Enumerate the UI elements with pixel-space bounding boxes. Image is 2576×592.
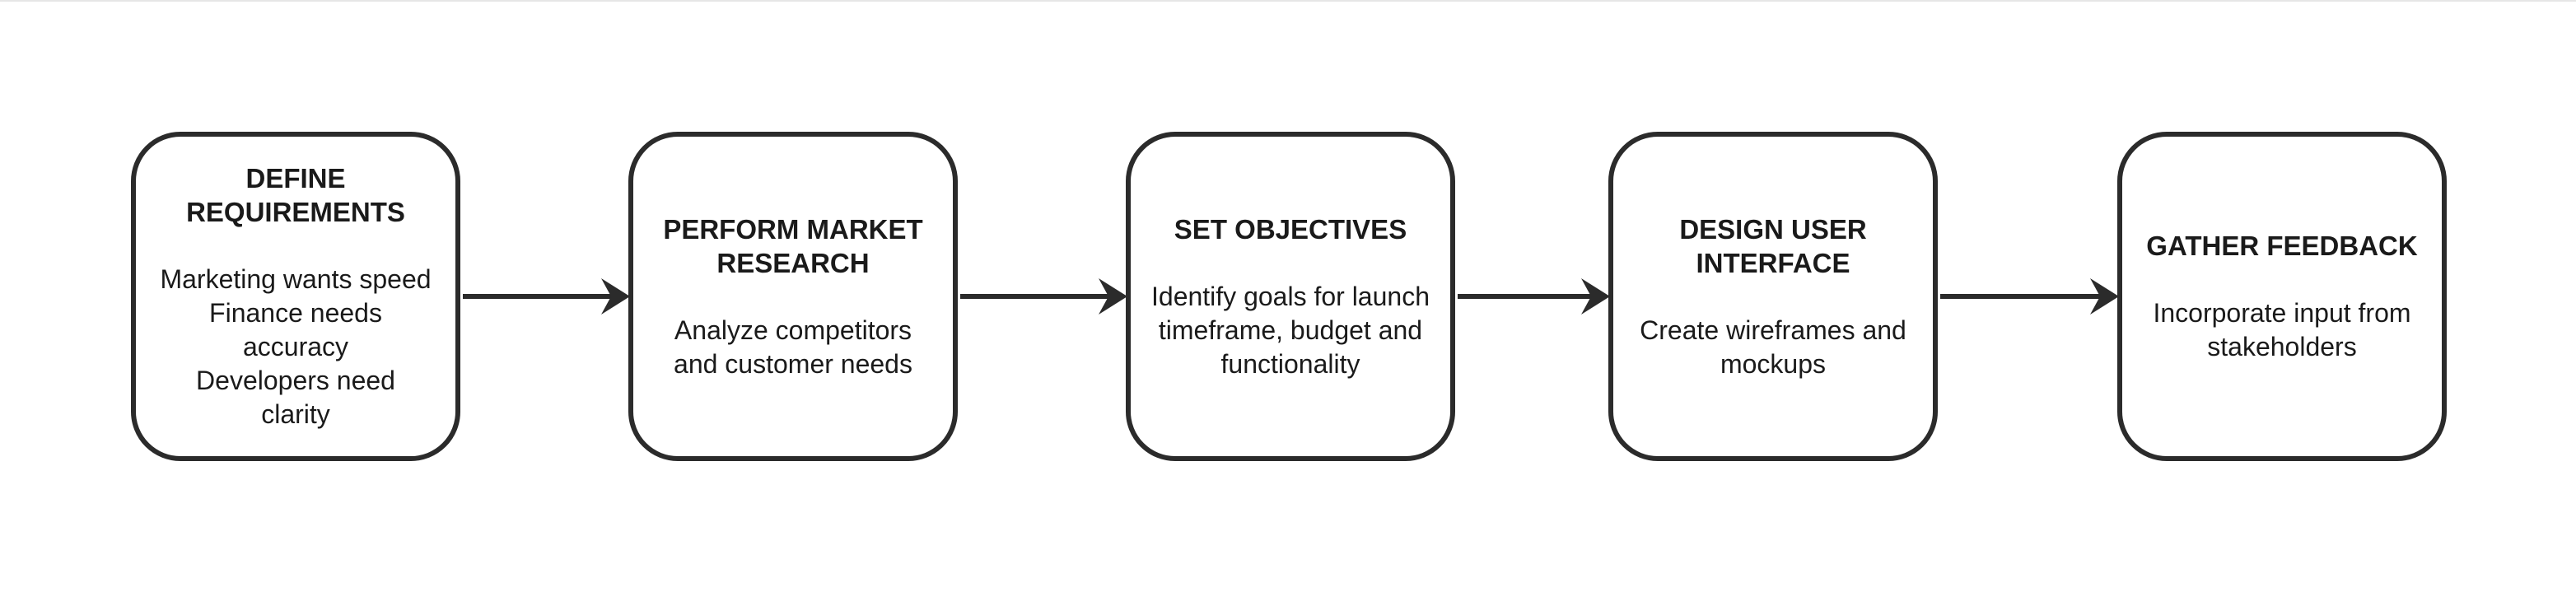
step-title: PERFORM MARKET RESEARCH	[663, 212, 922, 280]
arrowhead-3	[1581, 278, 1610, 315]
desc-line: and customer needs	[674, 348, 912, 379]
desc-line: clarity	[261, 399, 330, 429]
desc-line: Marketing wants speed	[160, 264, 432, 294]
step-gather-feedback: GATHER FEEDBACK Incorporate input from s…	[2117, 132, 2447, 461]
desc-line: Finance needs	[209, 298, 382, 328]
step-perform-market-research: PERFORM MARKET RESEARCH Analyze competit…	[628, 132, 958, 461]
title-line: DESIGN USER	[1679, 213, 1867, 245]
desc-line: accuracy	[242, 332, 349, 361]
title-line: SET OBJECTIVES	[1174, 213, 1407, 245]
step-title: GATHER FEEDBACK	[2146, 229, 2417, 263]
step-set-objectives: SET OBJECTIVES Identify goals for launch…	[1126, 132, 1455, 461]
title-line: DEFINE	[245, 163, 346, 193]
arrowhead-1	[601, 278, 630, 315]
desc-line: timeframe, budget and	[1158, 315, 1423, 345]
desc-line: stakeholders	[2207, 332, 2357, 361]
desc-line: Incorporate input from	[2153, 298, 2411, 328]
arrowhead-2	[1099, 278, 1127, 315]
top-divider	[0, 0, 2576, 2]
desc-line: mockups	[1720, 348, 1827, 379]
title-line: PERFORM MARKET	[663, 213, 923, 245]
desc-line: Identify goals for launch	[1151, 281, 1430, 311]
step-description: Analyze competitors and customer needs	[674, 314, 912, 381]
step-description: Marketing wants speed Finance needs accu…	[160, 263, 431, 431]
step-title: DESIGN USER INTERFACE	[1679, 212, 1866, 280]
step-description: Create wireframes and mockups	[1640, 314, 1906, 381]
step-define-requirements: DEFINE REQUIREMENTS Marketing wants spee…	[131, 132, 460, 461]
step-description: Incorporate input from stakeholders	[2153, 296, 2410, 364]
desc-line: Developers need	[196, 366, 395, 395]
step-design-user-interface: DESIGN USER INTERFACE Create wireframes …	[1608, 132, 1938, 461]
desc-line: Analyze competitors	[674, 315, 912, 345]
step-title: SET OBJECTIVES	[1174, 212, 1407, 246]
title-line: GATHER FEEDBACK	[2146, 231, 2418, 261]
title-line: INTERFACE	[1696, 247, 1850, 278]
title-line: REQUIREMENTS	[186, 197, 405, 227]
step-title: DEFINE REQUIREMENTS	[186, 161, 405, 229]
desc-line: Create wireframes and	[1640, 315, 1906, 345]
arrowhead-4	[2090, 278, 2119, 315]
title-line: RESEARCH	[716, 247, 870, 278]
desc-line: functionality	[1220, 348, 1360, 379]
step-description: Identify goals for launch timeframe, bud…	[1151, 280, 1430, 381]
